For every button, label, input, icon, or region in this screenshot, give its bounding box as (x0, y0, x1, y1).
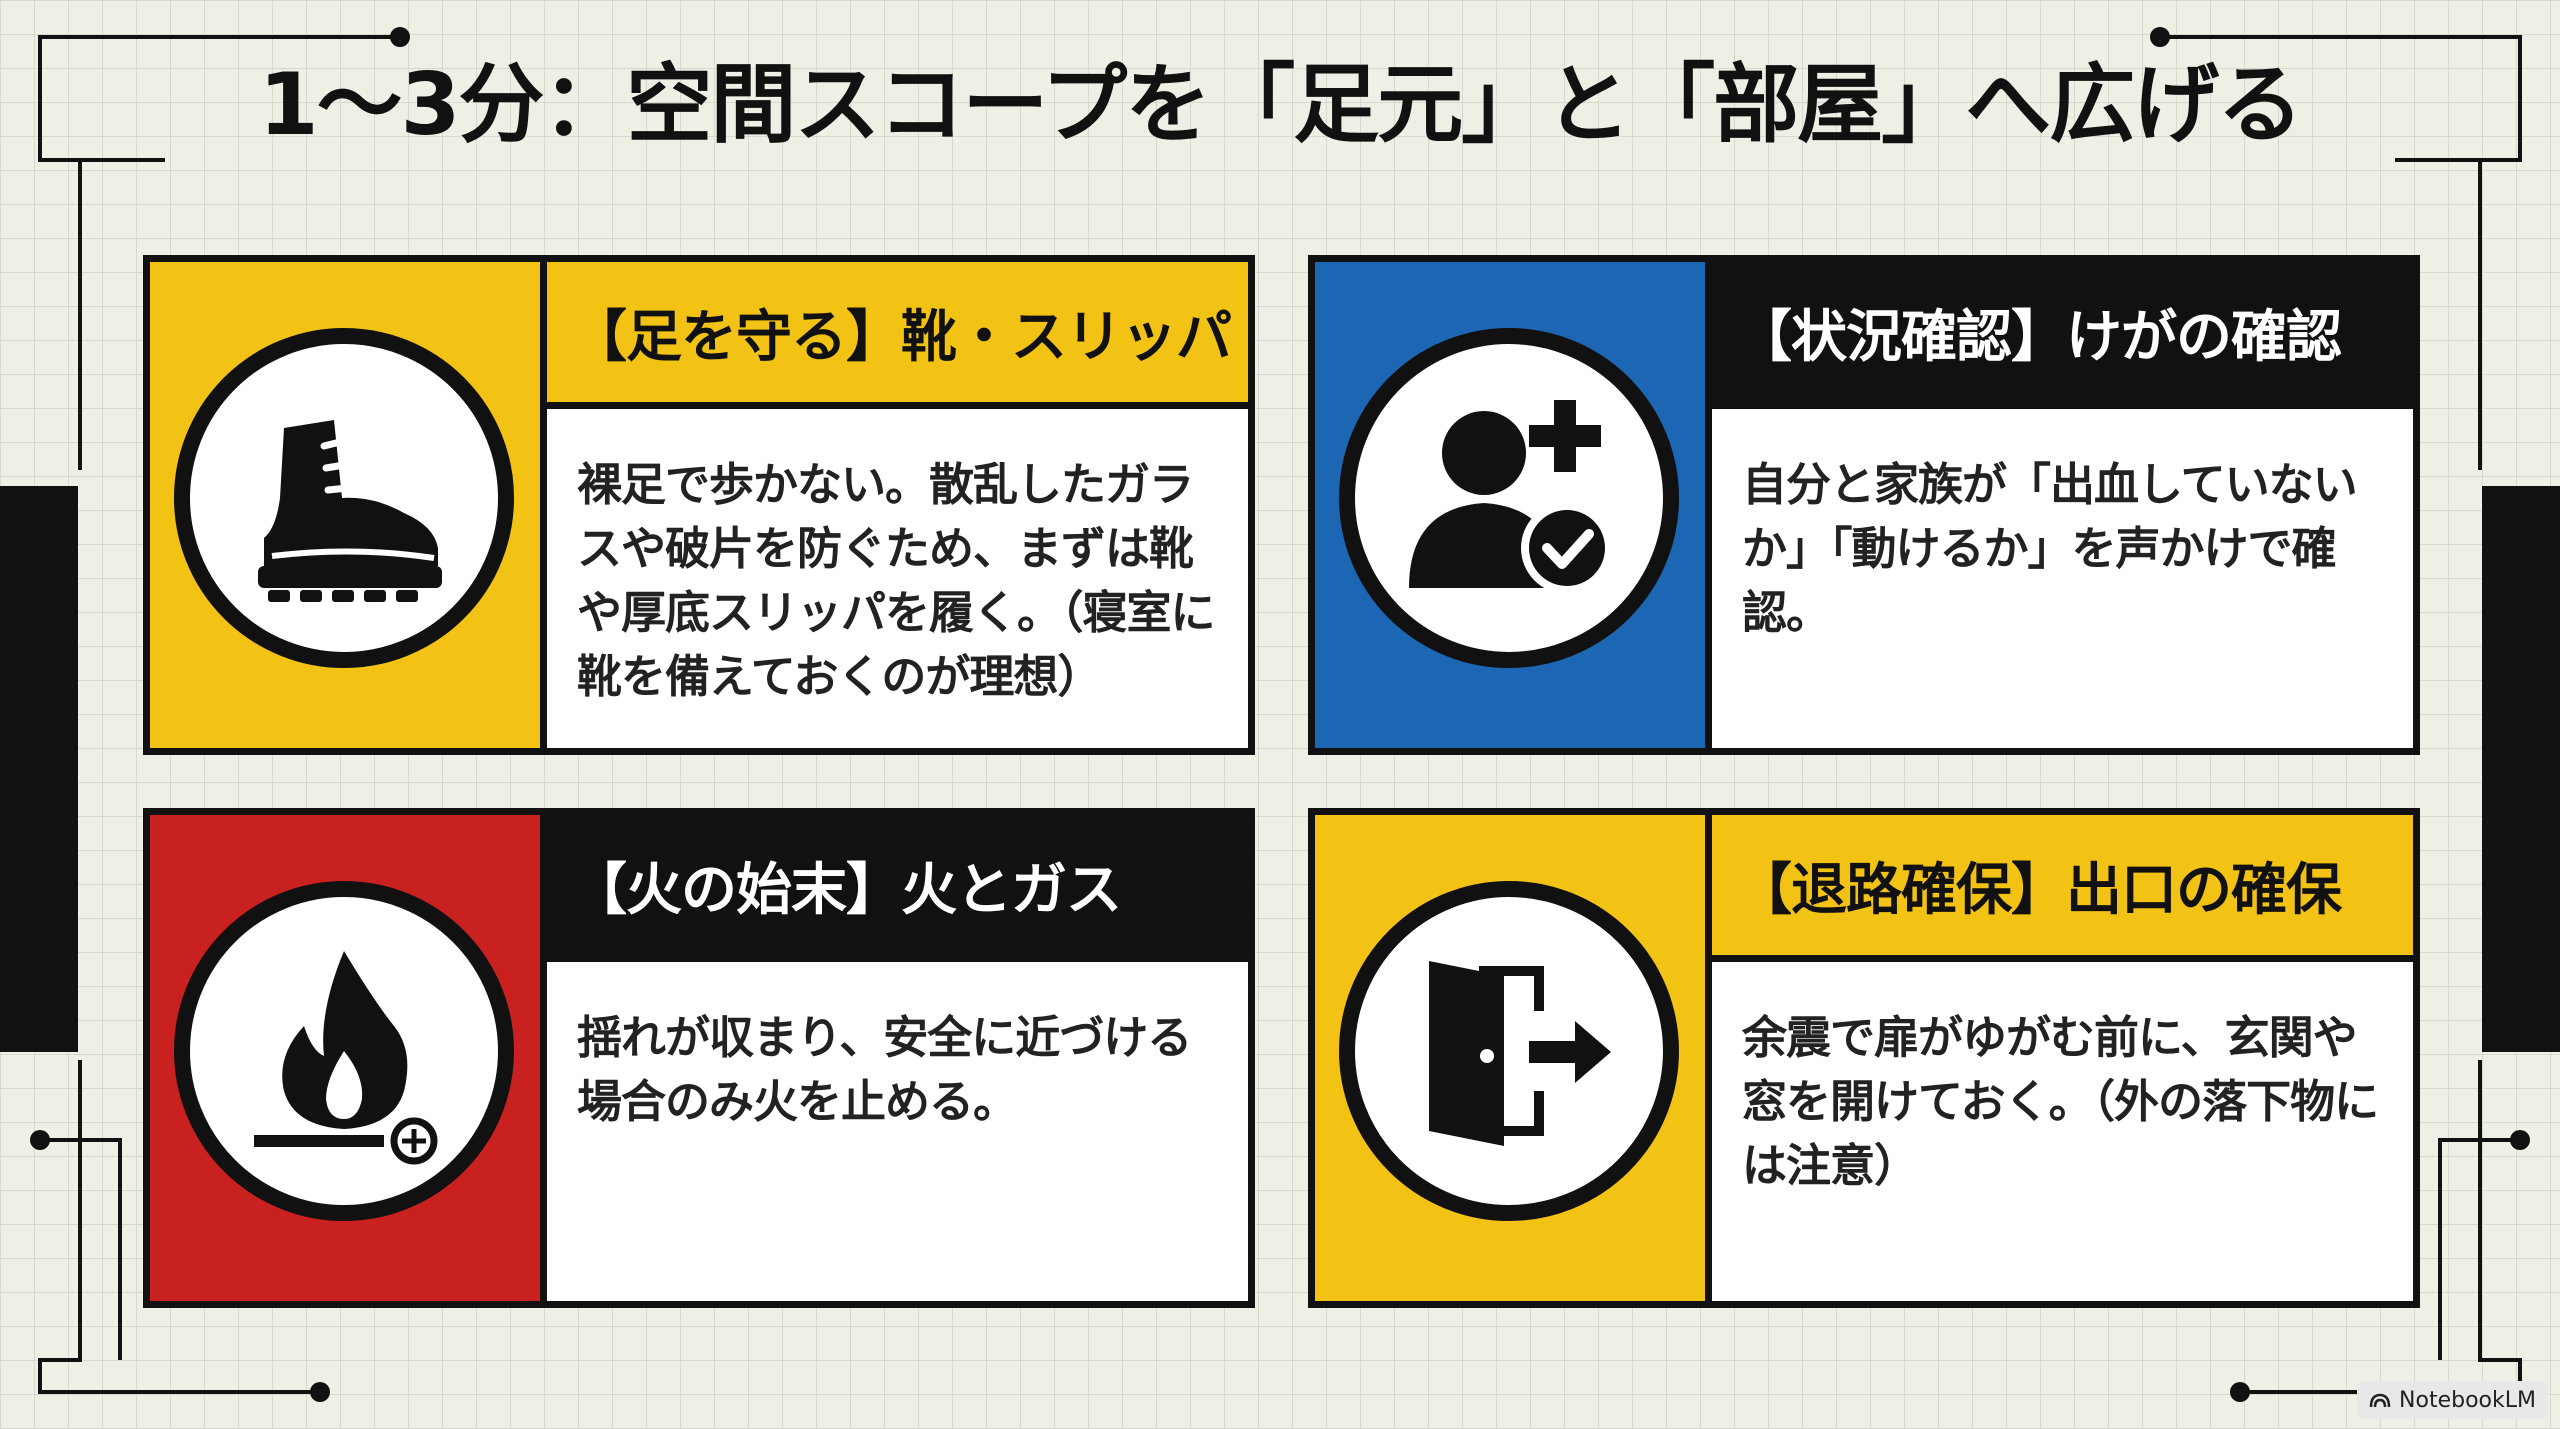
boot-icon (258, 420, 442, 602)
card-content: 【退路確保】出口の確保 余震で扉がゆがむ前に、玄関や窓を開けておく。（外の落下物… (1705, 815, 2413, 1301)
card-fire-safety: 【火の始末】火とガス 揺れが収まり、安全に近づける場合のみ火を止める。 (143, 808, 1255, 1308)
card-content: 【状況確認】けがの確認 自分と家族が「出血していないか」「動けるか」を声かけで確… (1705, 262, 2413, 748)
card-heading: 【火の始末】火とガス (547, 815, 1248, 955)
card-content: 【足を守る】靴・スリッパ 裸足で歩かない。散乱したガラスや破片を防ぐため、まずは… (540, 262, 1248, 748)
card-heading: 【状況確認】けがの確認 (1712, 262, 2413, 402)
right-side-bar (2482, 486, 2560, 1052)
card-protect-feet: 【足を守る】靴・スリッパ 裸足で歩かない。散乱したガラスや破片を防ぐため、まずは… (143, 255, 1255, 755)
badge-label: NotebookLM (2399, 1387, 2536, 1413)
icon-circle (1339, 328, 1679, 668)
card-body: 余震で扉がゆがむ前に、玄関や窓を開けておく。（外の落下物には注意） (1712, 955, 2413, 1301)
exit-door-icon (1429, 961, 1611, 1146)
left-side-bar (0, 486, 78, 1052)
person-check-icon (1409, 400, 1613, 594)
card-check-status: 【状況確認】けがの確認 自分と家族が「出血していないか」「動けるか」を声かけで確… (1308, 255, 2420, 755)
card-heading: 【退路確保】出口の確保 (1712, 815, 2413, 955)
notebooklm-logo-icon (2369, 1393, 2391, 1408)
page-title: 1〜3分：空間スコープを「足元」と「部屋」へ広げる (258, 55, 2304, 155)
icon-circle (174, 328, 514, 668)
card-body: 裸足で歩かない。散乱したガラスや破片を防ぐため、まずは靴や厚底スリッパを履く。（… (547, 402, 1248, 748)
card-secure-exit: 【退路確保】出口の確保 余震で扉がゆがむ前に、玄関や窓を開けておく。（外の落下物… (1308, 808, 2420, 1308)
card-heading: 【足を守る】靴・スリッパ (547, 262, 1248, 402)
flame-icon (254, 951, 438, 1165)
card-body: 揺れが収まり、安全に近づける場合のみ火を止める。 (547, 955, 1248, 1301)
card-body: 自分と家族が「出血していないか」「動けるか」を声かけで確認。 (1712, 402, 2413, 748)
icon-circle (174, 881, 514, 1221)
card-content: 【火の始末】火とガス 揺れが収まり、安全に近づける場合のみ火を止める。 (540, 815, 1248, 1301)
notebooklm-badge: NotebookLM (2357, 1381, 2548, 1419)
icon-circle (1339, 881, 1679, 1221)
